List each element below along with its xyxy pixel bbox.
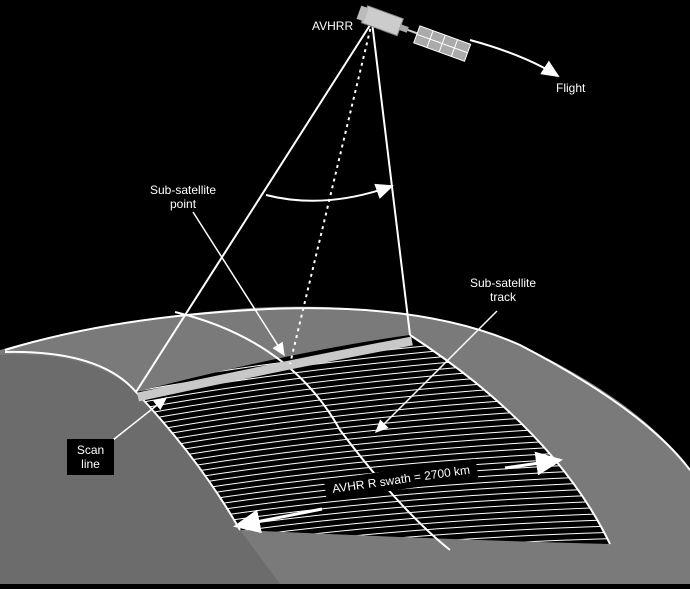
scan-line-pointer [112,397,168,441]
swath-arrow-left [233,507,323,534]
scan-line-label: Scan line [67,439,114,475]
avhrr-label: AVHRR [312,19,354,33]
sub-satellite-track-pointer [374,310,498,434]
swath-area [136,335,610,544]
sub-satellite-track-label-line2: track [490,290,517,304]
scan-line-label-line1: Scan [76,443,105,457]
sub-satellite-point-label: Sub-satellite point [150,183,216,211]
scan-line-stripe [136,512,610,544]
flight-label: Flight [556,81,586,95]
nadir-dotted-line [289,21,373,365]
sub-satellite-point-label-line1: Sub-satellite [150,183,217,197]
highlighted-scan-line [137,336,413,402]
swath-arrow-right [504,451,563,476]
scan-line-stripe [136,537,610,544]
scan-line-stripe [136,505,610,544]
scan-line-stripe [136,531,610,544]
scan-cone-right-edge [371,21,411,336]
earth-outline-arc [4,307,690,471]
sub-satellite-track-label: Sub-satellite track [470,276,536,304]
limb-edge [4,350,241,531]
scan-line-label-line2: line [81,457,100,471]
flight-direction-arrow [469,39,560,78]
sub-satellite-point-pointer [192,211,285,357]
earth-mid-arc [174,311,451,551]
satellite-icon [356,5,472,62]
scan-angle-arrow [265,183,394,202]
sub-satellite-point-label-line2: point [170,197,197,211]
swath-right-edge [409,334,611,545]
scan-cone-left-edge [135,21,373,393]
sub-satellite-track-label-line1: Sub-satellite [470,276,537,290]
earth-limb-shade [0,354,280,584]
